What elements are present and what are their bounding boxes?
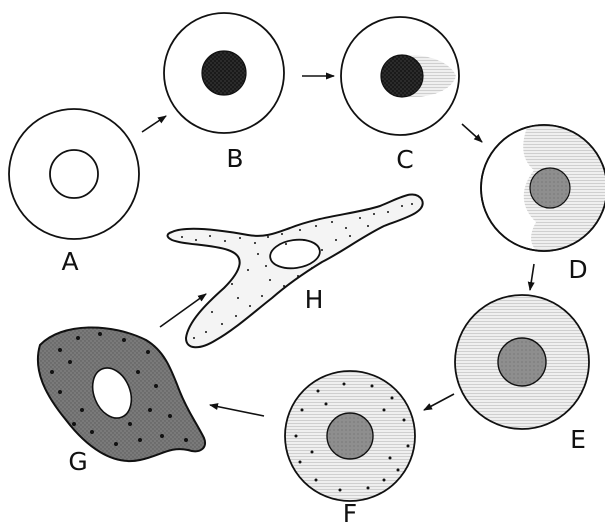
cell-d-nucleus [530, 168, 570, 208]
label-f: F [343, 499, 357, 527]
cell-c: C [341, 17, 459, 174]
label-a: A [61, 247, 78, 276]
arrow-f-to-g [210, 405, 264, 416]
cell-f: F [285, 371, 415, 527]
label-h: H [305, 285, 324, 314]
cell-f-nucleus [327, 413, 373, 459]
cell-c-nucleus [381, 55, 423, 97]
cell-h: H [168, 194, 423, 347]
cell-b-nucleus [202, 51, 246, 95]
cell-g: G [38, 327, 205, 476]
arrow-e-to-f [424, 394, 454, 410]
arrow-c-to-d [462, 124, 482, 142]
cell-h-body [168, 194, 423, 347]
cell-a: A [9, 109, 139, 276]
cell-e: E [455, 295, 589, 454]
cell-b: B [164, 13, 284, 173]
arrow-a-to-b [142, 116, 166, 132]
label-c: C [396, 145, 413, 174]
arrow-d-to-e [530, 264, 534, 290]
label-b: B [226, 144, 243, 173]
label-e: E [570, 425, 586, 454]
label-g: G [68, 447, 87, 476]
label-d: D [568, 255, 587, 284]
cell-a-nucleus [50, 150, 98, 198]
cell-d: D [481, 120, 605, 284]
cell-e-nucleus [498, 338, 546, 386]
